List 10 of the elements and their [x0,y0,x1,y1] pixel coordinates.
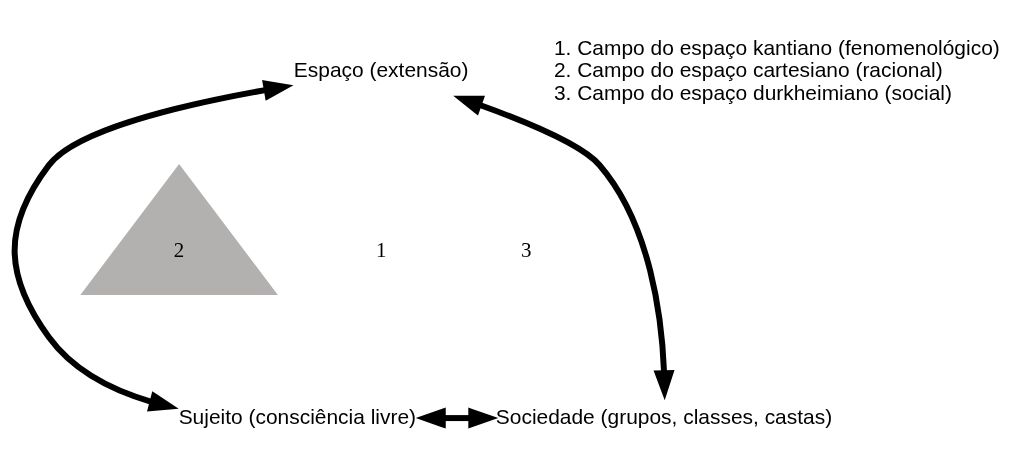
node-text: Sujeito (consciência livre) [178,404,417,428]
arrow [11,79,294,411]
node-text: Sociedade (grupos, classes, castas) [495,404,833,428]
arrow [415,407,499,429]
arrow [453,95,675,400]
label: 3. Campo do espaço durkheimiano (social) [553,80,953,104]
label: 1 [375,237,387,262]
node-text: Espaço (extensão) [293,57,469,81]
label: 3 [521,237,532,262]
label: 1. Campo do espaço kantiano (fenomenológico) [553,35,1000,59]
